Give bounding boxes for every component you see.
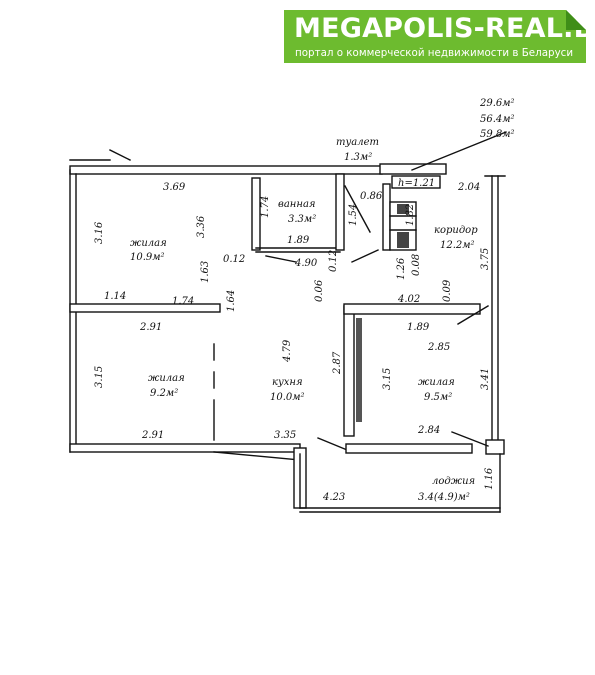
dim-154: 1.54 <box>348 204 359 226</box>
wall-right-post <box>485 439 505 455</box>
wall-top <box>69 165 383 175</box>
kitchen-wall-fill <box>356 318 362 422</box>
brand-name: MEGAPOLIS-REAL.BY <box>294 13 595 44</box>
toilet-name: туалет <box>336 137 379 148</box>
dim-163: 1.63 <box>200 261 211 283</box>
dim-285: 2.85 <box>427 342 450 353</box>
wall-kitchen-top <box>343 303 481 315</box>
loggia-area: 3.4(4.9)м² <box>418 492 470 503</box>
living2-name: жилая <box>148 373 185 384</box>
living1-name: жилая <box>130 238 167 249</box>
dim-291b: 2.91 <box>141 430 164 441</box>
dim-182: 1.82 <box>405 204 416 226</box>
site-banner[interactable]: MEGAPOLIS-REAL.BY портал о коммерческой … <box>284 10 595 63</box>
toilet-door-arc <box>344 185 371 233</box>
dim-341: 3.41 <box>480 368 491 390</box>
dim-315a: 3.15 <box>94 366 105 388</box>
area-total-living: 56.4м² <box>480 114 515 125</box>
wall-left-top-b <box>109 149 131 161</box>
ceiling-height-label: h=1.21 <box>398 178 435 189</box>
corridor-area: 12.2м² <box>440 240 475 251</box>
wall-bottom-right <box>345 443 473 454</box>
living2-area: 9.2м² <box>150 388 178 399</box>
labels: 29.6м² 56.4м² 59.8м² туалет 1.3м² ванная… <box>130 98 515 503</box>
shaft-fill1 <box>397 204 409 214</box>
dim-315b: 3.15 <box>382 368 393 390</box>
dim-284: 2.84 <box>417 425 440 436</box>
loggia-name: лоджия <box>432 476 475 487</box>
dim-316: 3.16 <box>94 221 105 244</box>
dim-116: 1.16 <box>484 467 495 490</box>
kitchen-name: кухня <box>272 377 303 388</box>
dim-006: 0.06 <box>314 279 325 302</box>
dim-490: 4.90 <box>294 258 318 269</box>
corridor-diag <box>351 249 379 263</box>
dim-008: 0.08 <box>411 254 422 276</box>
area-living: 29.6м² <box>479 98 515 109</box>
wall-top-right-diagonal <box>411 131 507 171</box>
brand-tagline: портал о коммерческой недвижимости в Бел… <box>295 47 574 59</box>
dim-086: 0.86 <box>360 191 383 202</box>
ceiling-height-box <box>391 175 441 189</box>
dim-369: 3.69 <box>163 182 186 193</box>
dim-174v: 1.74 <box>260 196 271 218</box>
bathroom-name: ванная <box>278 199 316 210</box>
dim-291a: 2.91 <box>139 322 162 333</box>
living3-area: 9.5м² <box>424 392 452 403</box>
wall-bottom-ext <box>213 451 301 461</box>
dim-012b: 0.12 <box>328 250 339 272</box>
wall-kitchen-right <box>343 305 355 437</box>
dim-012a: 0.12 <box>223 254 245 265</box>
dim-479: 4.79 <box>282 339 293 363</box>
living1-area: 10.9м² <box>130 252 165 263</box>
wall-living-partition <box>69 303 221 313</box>
dim-335: 3.35 <box>274 430 296 441</box>
dim-423: 4.23 <box>322 492 345 503</box>
room-door-line <box>451 431 489 447</box>
dim-174h: 1.74 <box>172 296 194 307</box>
corridor-name: коридор <box>434 225 478 236</box>
walls <box>69 131 507 513</box>
bath-diag <box>265 255 297 263</box>
living3-name: жилая <box>418 377 455 388</box>
wall-right-corr-diag <box>457 305 489 325</box>
dim-336: 3.36 <box>196 215 207 238</box>
dim-189a: 1.89 <box>287 235 310 246</box>
dim-402: 4.02 <box>397 294 420 305</box>
area-total: 59.8м² <box>480 129 515 140</box>
dim-189b: 1.89 <box>407 322 430 333</box>
shaft-fill2 <box>397 232 409 248</box>
banner-corner-fold <box>566 10 586 30</box>
dim-164: 1.64 <box>226 290 237 312</box>
bathroom-area: 3.3м² <box>288 214 316 225</box>
dim-114: 1.14 <box>104 291 126 302</box>
dim-204: 2.04 <box>457 182 480 193</box>
dim-126: 1.26 <box>396 257 407 280</box>
dimension-labels: 3.69 2.04 0.86 1.74 1.54 1.82 3.16 3.36 … <box>94 182 495 503</box>
wall-toilet-left <box>335 173 345 251</box>
wall-bottom <box>69 443 301 453</box>
dim-009: 0.09 <box>442 279 453 302</box>
toilet-area: 1.3м² <box>344 152 372 163</box>
dim-287: 2.87 <box>332 351 343 375</box>
wall-toilet-right <box>382 183 391 251</box>
wall-bath-left <box>251 177 261 251</box>
dim-375: 3.75 <box>480 248 491 270</box>
kitchen-area: 10.0м² <box>270 392 305 403</box>
